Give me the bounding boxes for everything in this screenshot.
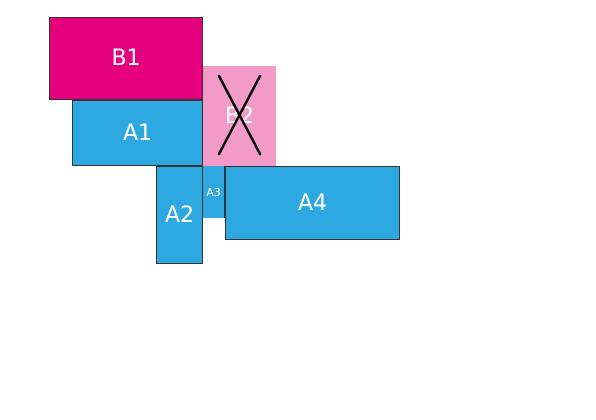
block-a4: A4 — [225, 166, 400, 240]
block-a3: A3 — [203, 166, 225, 218]
block-b2: B2 — [203, 66, 276, 166]
cross-out-mark — [217, 74, 262, 156]
cross-line-2 — [217, 74, 262, 156]
block-a2-label: A2 — [164, 202, 195, 228]
block-b1-label: B1 — [111, 46, 141, 71]
block-a2: A2 — [156, 166, 203, 264]
block-a4-label: A4 — [297, 190, 328, 216]
block-a3-label: A3 — [206, 185, 221, 199]
block-a1: A1 — [72, 100, 203, 166]
block-a1-label: A1 — [122, 120, 153, 146]
block-b1: B1 — [49, 17, 203, 100]
